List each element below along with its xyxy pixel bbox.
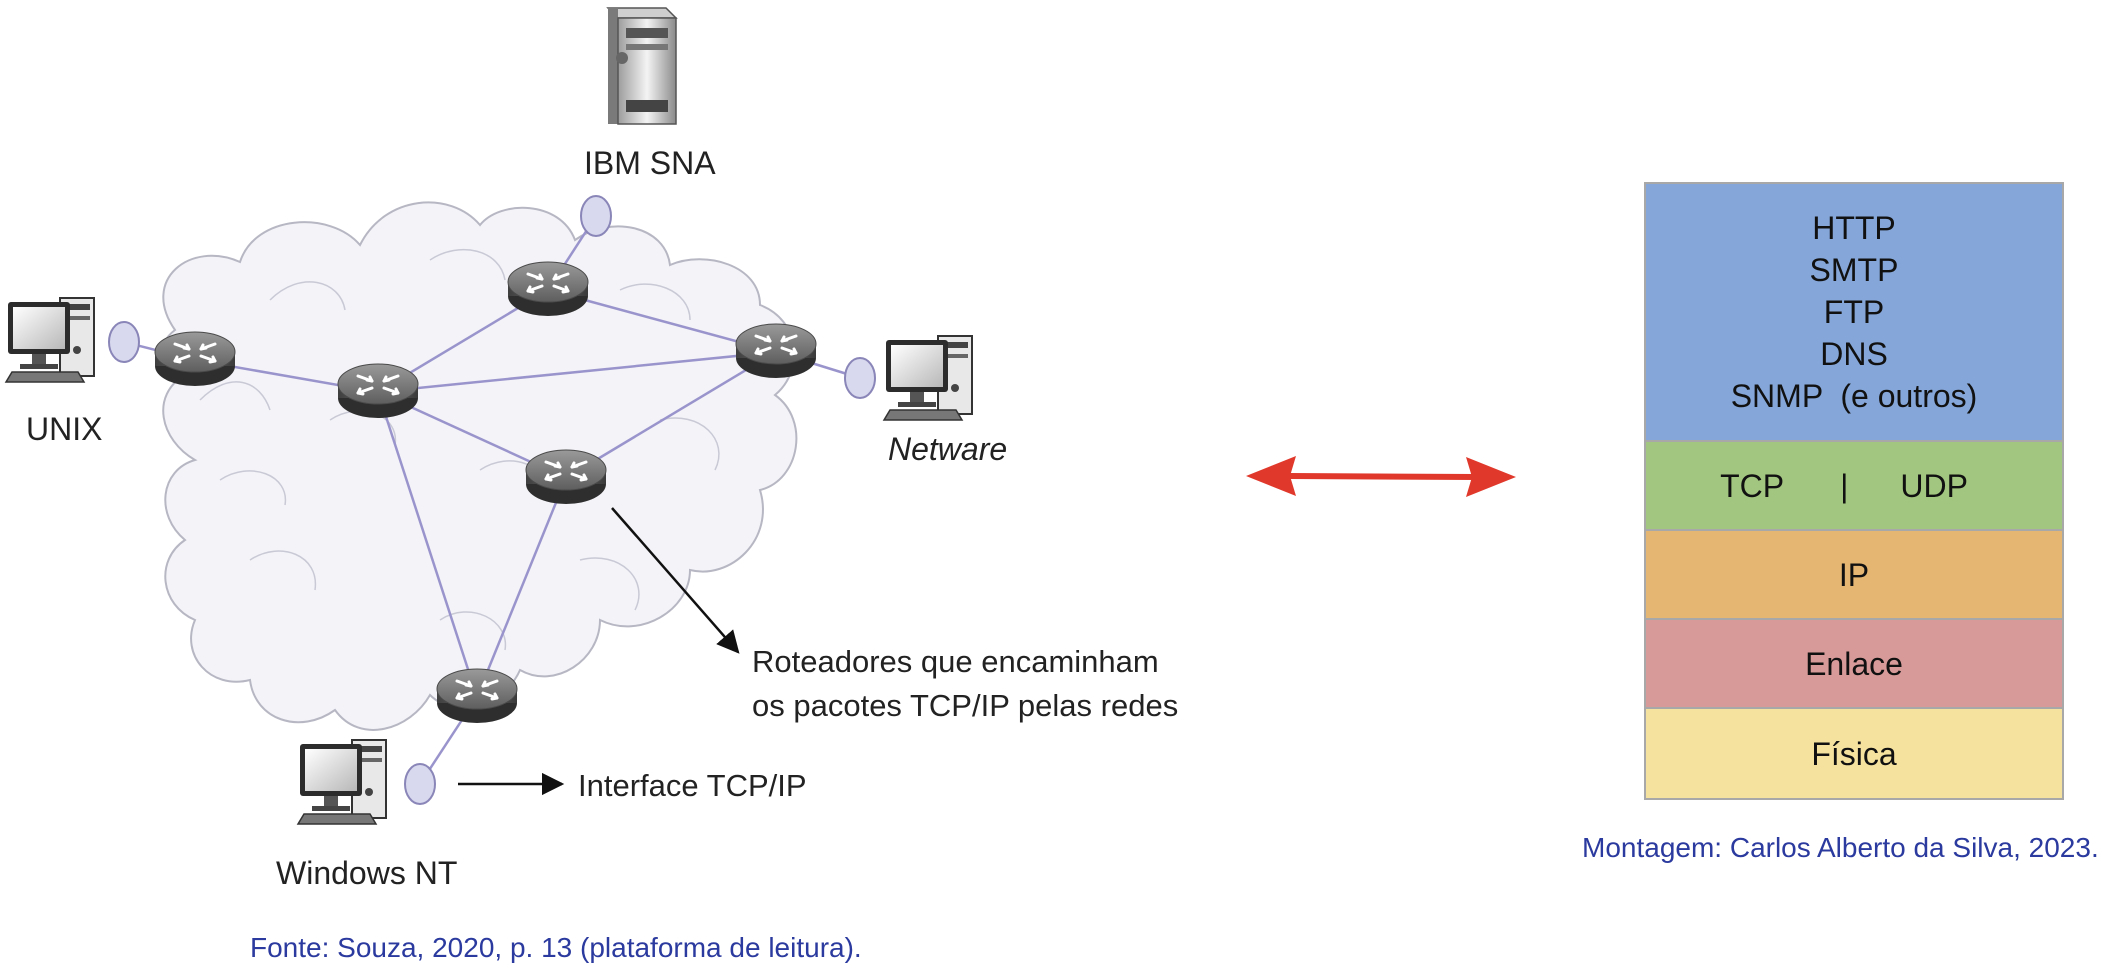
label-netware: Netware — [888, 431, 1007, 467]
interface-node-netware — [844, 357, 876, 399]
protocol-smtp: SMTP — [1809, 252, 1899, 288]
router-icon — [153, 330, 237, 388]
link-layer: Enlace — [1646, 620, 2062, 709]
application-layer: HTTP SMTP FTP DNS SNMP (e outros) — [1646, 184, 2062, 442]
link-layer-label: Enlace — [1805, 645, 1903, 682]
server-icon — [606, 7, 678, 125]
protocol-dns: DNS — [1820, 336, 1888, 372]
label-ibm-sna: IBM SNA — [584, 145, 716, 181]
caption-assembly: Montagem: Carlos Alberto da Silva, 2023. — [1582, 832, 2099, 863]
protocol-tcp: TCP — [1720, 467, 1785, 504]
computer-icon — [5, 297, 95, 383]
protocol-ip: IP — [1838, 556, 1870, 593]
router-icon — [524, 448, 608, 506]
label-windows-nt: Windows NT — [276, 855, 457, 891]
transport-separator: | — [1840, 467, 1849, 504]
annotation-interface: Interface TCP/IP — [578, 768, 807, 803]
router-icon — [336, 362, 420, 420]
network-cloud — [161, 201, 798, 731]
router-icon — [506, 260, 590, 318]
computer-icon — [297, 739, 387, 825]
computer-icon — [883, 335, 973, 421]
protocol-http: HTTP — [1812, 210, 1896, 246]
protocol-ftp: FTP — [1823, 294, 1885, 330]
interface-nodes — [108, 195, 876, 805]
double-arrow-icon — [1246, 456, 1516, 497]
network-layer: IP — [1646, 531, 2062, 620]
physical-layer: Física — [1646, 709, 2062, 798]
tcpip-protocol-stack: HTTP SMTP FTP DNS SNMP (e outros) TCP | … — [1644, 182, 2064, 800]
label-unix: UNIX — [26, 411, 102, 447]
router-icon — [734, 322, 818, 380]
annotation-arrow-routers — [611, 507, 740, 654]
transport-layer: TCP | UDP — [1646, 442, 2062, 531]
interface-node-unix — [108, 321, 140, 363]
physical-layer-label: Física — [1811, 735, 1897, 772]
caption-source: Fonte: Souza, 2020, p. 13 (plataforma de… — [250, 932, 862, 963]
protocol-snmp: SNMP (e outros) — [1730, 378, 1978, 414]
annotation-routers-line1: Roteadores que encaminham — [752, 644, 1159, 679]
protocol-udp: UDP — [1900, 467, 1968, 504]
interface-node-windows — [404, 763, 436, 805]
router-icon — [435, 667, 519, 725]
interface-node-ibm — [580, 195, 612, 237]
annotation-routers-line2: os pacotes TCP/IP pelas redes — [752, 688, 1178, 723]
